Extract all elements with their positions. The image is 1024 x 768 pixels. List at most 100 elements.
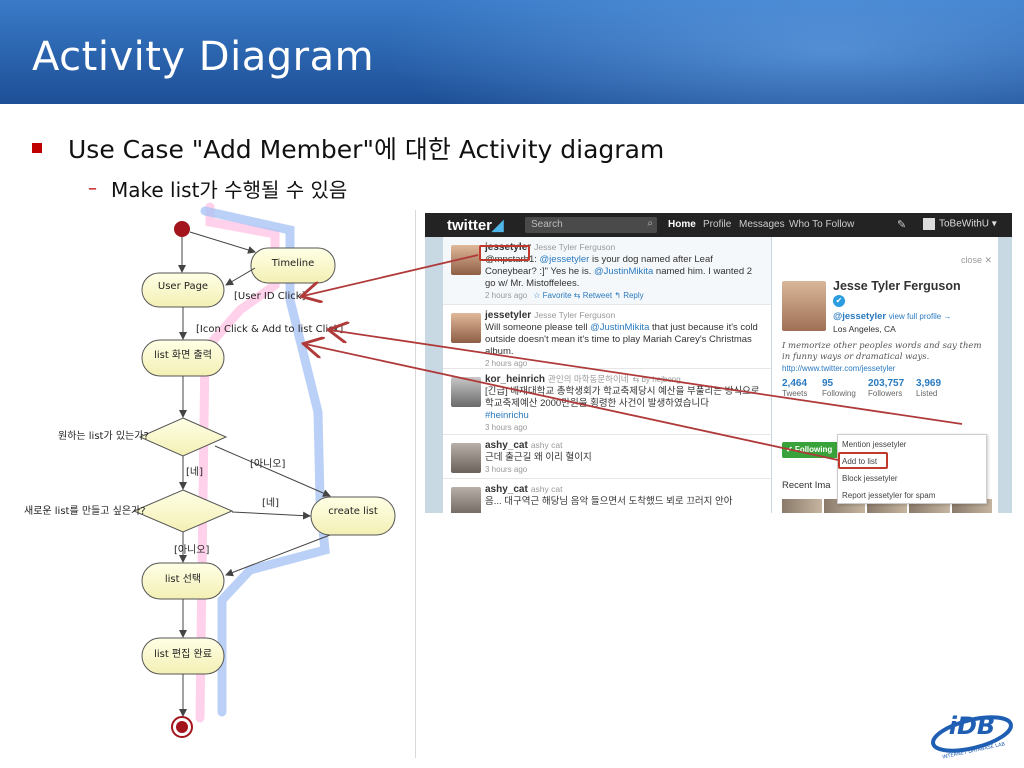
node-timeline: Timeline [250,247,336,284]
bullet-2-text: Make list가 수행될 수 있음 [111,178,348,202]
profile-name: Jesse Tyler Ferguson [833,279,961,293]
label-user-id-click: [User ID Click] [234,291,306,302]
tweet-mention[interactable]: @JustinMikita [594,266,654,277]
slide-title: Activity Diagram [32,34,375,80]
twitter-screenshot: twitter◢ Search ⌕ Home Profile Messages … [425,213,1012,513]
tweet-text: 근데 출근길 왜 이리 혈이지 [485,452,592,463]
menu-item-mention[interactable]: Mention jessetyler [842,440,907,449]
tweet-time: 3 hours ago [485,465,528,474]
tweet-text: named him. I wanted 2 go w/ Mr. Mistoffe… [485,266,753,289]
label-no-2: [아니오] [174,544,210,556]
tweet-realname: ashy cat [530,484,563,494]
slide-header: Activity Diagram [0,0,1024,104]
view-full-profile-link[interactable]: view full profile → [888,312,952,321]
search-icon: ⌕ [647,218,653,229]
tweet-time: 2 hours ago [485,359,528,368]
tweet-realname: Jesse Tyler Ferguson [534,242,616,252]
node-list-screen-label: list 화면 출력 [154,349,212,361]
tweet-username[interactable]: kor_heinrich [485,374,546,385]
stat-value: 3,969 [916,378,942,389]
close-button[interactable]: close ✕ [960,255,992,265]
tweet-avatar[interactable] [451,313,481,343]
tweet-mention[interactable]: @JustinMikita [590,322,650,333]
following-button[interactable]: ✔ Following [782,442,842,458]
content-divider [415,210,416,758]
stat-label: Followers [868,389,903,398]
stat-label: Listed [916,389,938,398]
node-create-list-label: create list [328,506,378,517]
node-list-edit-done: list 편집 완료 [141,637,225,675]
bullet-square-icon [32,143,42,153]
tweet-text: is your dog named after Leaf Coneybear? … [485,254,713,277]
tweet-realname: Jesse Tyler Ferguson [534,310,616,320]
username-highlight-box [479,245,530,261]
nav-profile[interactable]: Profile [703,219,732,230]
decision-1-label: 원하는 list가 있는가? [58,429,149,442]
account-name: ToBeWithU ▾ [939,218,997,230]
person-dropdown-menu: Mention jessetyler Add to list Block jes… [837,434,987,504]
tweet-avatar[interactable] [451,443,481,473]
activity-diagram: Timeline User Page list 화면 출력 create lis… [24,202,396,738]
stat-value: 2,464 [782,378,808,389]
idb-logo: iDB INTERNET DATABASE LAB [931,712,1013,760]
header-swoosh [380,0,1024,104]
tweet-hashtag[interactable]: #heinrichu [485,410,529,421]
bullet-dash-icon: – [88,178,97,199]
tweet-username[interactable]: jessetyler [485,242,532,253]
node-list-edit-done-label: list 편집 완료 [154,648,212,660]
nav-messages[interactable]: Messages [739,219,785,230]
account-menu[interactable]: ToBeWithU ▾ [923,218,997,230]
image-thumb[interactable] [782,499,823,513]
end-node-ring [171,716,193,738]
tweet-actions[interactable]: ☆ Favorite ⇆ Retweet ↰ Reply [533,291,644,300]
stat-value: 203,757 [868,378,905,389]
recent-images-heading: Recent Ima [782,480,831,491]
start-node [174,221,190,237]
profile-location: Los Angeles, CA [833,324,896,334]
tweet-username[interactable]: jessetyler [485,310,532,321]
node-list-select: list 선택 [141,562,225,600]
menu-item-add-to-list[interactable]: Add to list [842,457,878,466]
menu-item-block[interactable]: Block jessetyler [842,474,898,483]
bullet-level-2: – Make list가 수행될 수 있음 [88,174,347,203]
tweet-username[interactable]: ashy_cat [485,484,528,495]
twitter-logo[interactable]: twitter◢ [447,216,504,234]
logo-text: iDB [949,712,995,740]
tweet-realname: 관인의 마학동문하이네 [548,374,629,384]
profile-handle-text: @jessetyler [833,311,887,322]
avatar [923,218,935,230]
retweet-indicator: ⇆ by hejbong [632,375,681,384]
menu-item-report-spam[interactable]: Report jessetyler for spam [842,491,936,500]
add-to-list-highlight-box [838,452,888,469]
bullet-level-1: Use Case "Add Member"에 대한 Activity diagr… [32,130,664,166]
verified-icon: ✔ [833,295,845,307]
tweet-text: Will someone please tell [485,322,591,333]
node-create-list: create list [310,496,396,536]
label-yes-2: [네] [262,497,279,509]
compose-icon[interactable]: ✎ [897,219,907,231]
profile-url[interactable]: http://www.twitter.com/jessetyler [782,364,896,373]
node-user-page: User Page [141,272,225,308]
tweet-text: [긴급] 배재대학교 총학생회가 학교축제당시 예산을 부풀리는 방식으로 학교… [485,386,760,409]
tweet-avatar[interactable] [451,487,481,513]
nav-who-to-follow[interactable]: Who To Follow [789,219,855,230]
tweet-username[interactable]: ashy_cat [485,440,528,451]
tweet-mention[interactable]: @jessetyler [539,254,590,265]
nav-home[interactable]: Home [668,219,696,230]
decision-2-label: 새로운 list를 만들고 싶은가? [24,505,146,517]
twitter-search-input[interactable]: Search ⌕ [525,217,657,233]
twitter-topbar: twitter◢ Search ⌕ Home Profile Messages … [425,213,1012,237]
profile-handle[interactable]: @jessetyler view full profile → [833,311,951,322]
